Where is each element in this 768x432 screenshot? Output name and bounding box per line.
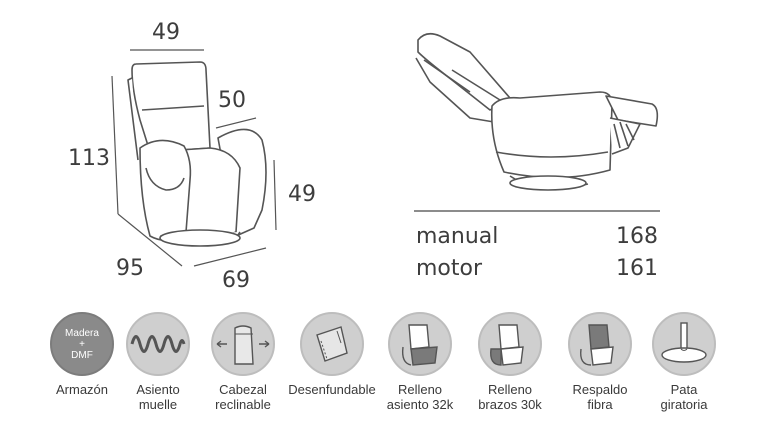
- reclined-chair-drawing: [415, 32, 659, 191]
- dimension-base-width: 69: [222, 268, 250, 293]
- dimension-lines: [111, 49, 277, 267]
- feature-label: Pata: [670, 382, 698, 397]
- spring-seat-icon: [126, 312, 190, 376]
- swivel-base-icon: [652, 312, 716, 376]
- feature-frame: Madera + DMF Armazón: [34, 312, 130, 424]
- feature-label: Asiento: [136, 382, 180, 397]
- arm-filling-icon: [478, 312, 542, 376]
- dimension-seat-height: 49: [288, 182, 316, 207]
- feature-label: Cabezal: [219, 382, 267, 397]
- feature-label: giratoria: [660, 397, 708, 412]
- feature-label: brazos 30k: [478, 397, 542, 412]
- feature-label: Respaldo: [572, 382, 628, 397]
- feature-label: Relleno: [487, 382, 533, 397]
- spec-value-manual: 168: [616, 224, 658, 249]
- dimension-base-depth: 95: [116, 256, 144, 281]
- dimension-width: 49: [152, 20, 180, 45]
- feature-label: Desenfundable: [288, 382, 376, 397]
- badge-material-2: +: [79, 338, 85, 350]
- seat-filling-icon: [388, 312, 452, 376]
- feature-label: Armazón: [55, 382, 109, 397]
- feature-label: asiento 32k: [386, 397, 454, 412]
- feature-removable-cover: Desenfundable: [284, 312, 380, 424]
- reclining-headrest-icon: [211, 312, 275, 376]
- chair-technical-drawing: [111, 32, 660, 267]
- dimension-depth: 50: [218, 88, 246, 113]
- fiber-backrest-icon: [568, 312, 632, 376]
- feature-label: muelle: [138, 397, 178, 412]
- spec-label-manual: manual: [416, 224, 499, 249]
- dimension-height: 113: [68, 146, 110, 171]
- frame-material-icon: Madera + DMF: [50, 312, 114, 376]
- badge-material-1: Madera: [65, 327, 99, 339]
- feature-label: reclinable: [215, 397, 271, 412]
- spec-label-motor: motor: [416, 256, 483, 281]
- removable-cover-icon: [300, 312, 364, 376]
- feature-label: fibra: [587, 397, 613, 412]
- badge-material-3: DMF: [71, 349, 93, 361]
- feature-label: Relleno: [397, 382, 443, 397]
- spec-value-motor: 161: [616, 256, 658, 281]
- upright-chair-drawing: [127, 61, 267, 247]
